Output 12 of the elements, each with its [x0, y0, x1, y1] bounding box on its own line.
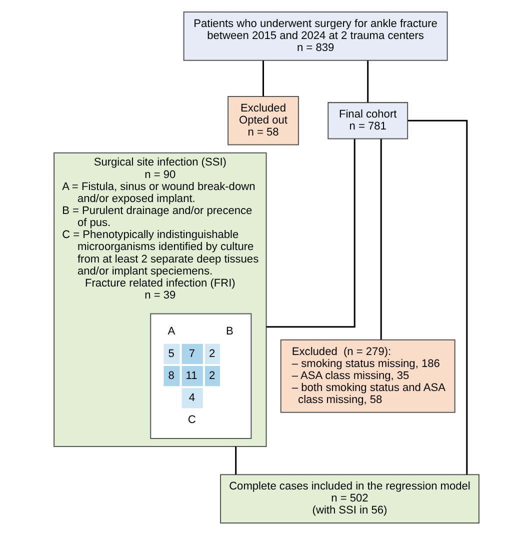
connector	[234, 446, 236, 474]
connector	[262, 60, 264, 96]
connector	[380, 139, 382, 340]
node-box: Patients who underwent surgery for ankle fracture between 2015 and 2024 at 2 trauma centers n = 839	[182, 12, 448, 61]
connector	[366, 60, 368, 102]
connector	[266, 138, 355, 328]
node-box: Excluded (n = 279): – smoking status missing, 186 – ASA class missing, 35 – both smoking status and ASA class missing, 58	[280, 339, 455, 413]
node-box: Excluded Opted out n = 58	[227, 96, 298, 146]
node-box: A B 5 7 2 8 11 2 4 C	[150, 313, 252, 439]
node-box: Final cohort n = 781	[327, 102, 408, 140]
node-box: Complete cases included in the regression model n = 502 (with SSI in 56)	[220, 474, 479, 524]
connector	[407, 120, 468, 475]
